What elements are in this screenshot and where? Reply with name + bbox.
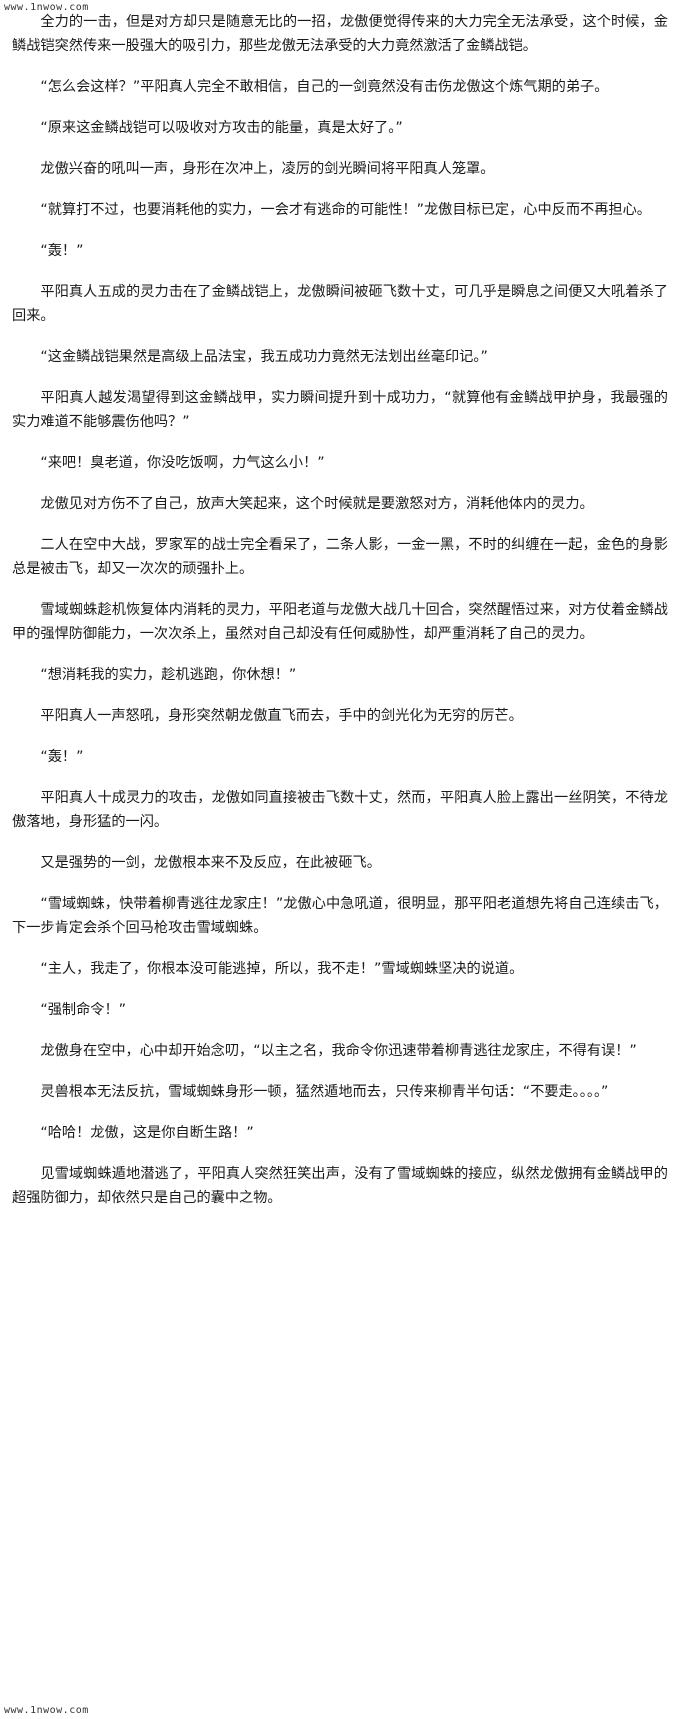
paragraph-6: “轰！” [40, 243, 84, 259]
paragraph-24: “哈哈！龙傲，这是你自断生路！” [40, 1125, 254, 1141]
article-body: 全力的一击，但是对方却只是随意无比的一招，龙傲便觉得传来的大力完全无法承受，这个… [12, 10, 668, 1227]
paragraph-10: “来吧！臭老道，你没吃饭啊，力气这么小！” [40, 455, 325, 471]
paragraph-8: “这金鳞战铠果然是高级上品法宝，我五成功力竟然无法划出丝毫印记。” [40, 349, 488, 365]
paragraph-7: 平阳真人五成的灵力击在了金鳞战铠上，龙傲瞬间被砸飞数十丈，可几乎是瞬息之间便又大… [12, 284, 668, 324]
paragraph-1: 全力的一击，但是对方却只是随意无比的一招，龙傲便觉得传来的大力完全无法承受，这个… [12, 14, 668, 54]
paragraph-11: 龙傲见对方伤不了自己，放声大笑起来，这个时候就是要激怒对方，消耗他体内的灵力。 [40, 496, 594, 512]
paragraph-12: 二人在空中大战，罗家军的战士完全看呆了，二条人影，一金一黑，不时的纠缠在一起，金… [12, 537, 668, 577]
paragraph-16: “轰！” [40, 749, 84, 765]
paragraph-21: “强制命令！” [40, 1002, 127, 1018]
paragraph-23: 灵兽根本无法反抗，雪域蜘蛛身形一顿，猛然遁地而去，只传来柳青半句话：“不要走。。… [40, 1084, 609, 1100]
paragraph-14: “想消耗我的实力，趁机逃跑，你休想！” [40, 667, 297, 683]
paragraph-3: “原来这金鳞战铠可以吸收对方攻击的能量，真是太好了。” [40, 120, 403, 136]
paragraph-9: 平阳真人越发渴望得到这金鳞战甲，实力瞬间提升到十成功力，“就算他有金鳞战甲护身，… [12, 390, 668, 430]
paragraph-4: 龙傲兴奋的吼叫一声，身形在次冲上，凌厉的剑光瞬间将平阳真人笼罩。 [40, 161, 495, 177]
paragraph-2: “怎么会这样？”平阳真人完全不敢相信，自己的一剑竟然没有击伤龙傲这个炼气期的弟子… [40, 79, 609, 95]
paragraph-22: 龙傲身在空中，心中却开始念叨，“以主之名，我命令你迅速带着柳青逃往龙家庄，不得有… [40, 1043, 637, 1059]
paragraph-20: “主人，我走了，你根本没可能逃掉，所以，我不走！”雪域蜘蛛坚决的说道。 [40, 961, 524, 977]
paragraph-17: 平阳真人十成灵力的攻击，龙傲如同直接被击飞数十丈，然而，平阳真人脸上露出一丝阴笑… [12, 790, 668, 830]
watermark-bottom: www.1nwow.com [4, 1705, 89, 1716]
paragraph-19: “雪域蜘蛛，快带着柳青逃往龙家庄！”龙傲心中急吼道，很明显，那平阳老道想先将自己… [12, 896, 668, 936]
paragraph-18: 又是强势的一剑，龙傲根本来不及反应，在此被砸飞。 [40, 855, 381, 871]
paragraph-13: 雪域蜘蛛趁机恢复体内消耗的灵力，平阳老道与龙傲大战几十回合，突然醒悟过来，对方仗… [12, 602, 668, 642]
watermark-top: www.1nwow.com [4, 2, 89, 13]
paragraph-5: “就算打不过，也要消耗他的实力，一会才有逃命的可能性！”龙傲目标已定，心中反而不… [40, 202, 651, 218]
paragraph-25: 见雪域蜘蛛遁地潜逃了，平阳真人突然狂笑出声，没有了雪域蜘蛛的接应，纵然龙傲拥有金… [12, 1166, 668, 1206]
paragraph-15: 平阳真人一声怒吼，身形突然朝龙傲直飞而去，手中的剑光化为无穷的厉芒。 [40, 708, 523, 724]
